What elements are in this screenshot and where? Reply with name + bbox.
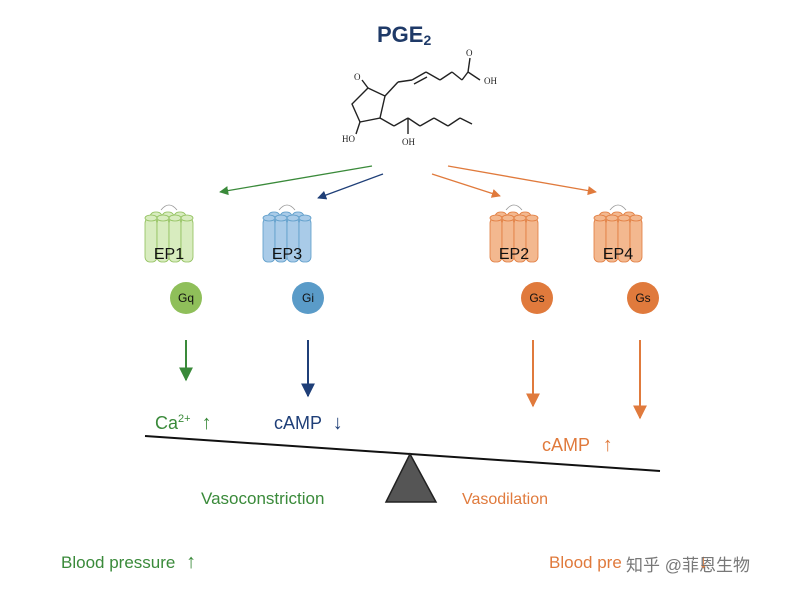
arrow-pge2-to-ep2 (431, 173, 501, 198)
balance-beam (144, 435, 661, 472)
zhihu-watermark: 知乎 @菲恩生物 (626, 556, 750, 575)
messenger-camp-left: cAMP ↓ (274, 412, 343, 434)
messenger-camp-right: cAMP ↑ (542, 434, 613, 456)
blood-pressure-left: Blood pressure ↑ (61, 551, 197, 573)
pge2-title: PGE2 (377, 22, 432, 48)
g-protein-label-gq: Gq (177, 291, 195, 305)
arrow-pge2-to-ep3 (317, 173, 384, 200)
receptor-label-ep1: EP1 (153, 246, 185, 263)
blood-pressure-right: Blood pre ↓ (549, 551, 709, 573)
camp-down-arrow: ↓ (332, 412, 343, 434)
g-protein-label-gs-ep2: Gs (529, 291, 545, 305)
messenger-calcium: Ca2+ ↑ (155, 412, 212, 434)
receptor-ep1-icon (144, 204, 194, 263)
balance-fulcrum (384, 452, 438, 503)
effect-vasodilation: Vasodilation (462, 491, 548, 508)
camp-up-arrow: ↑ (602, 434, 613, 456)
receptor-ep3-icon (262, 204, 312, 263)
g-protein-label-gs-ep4: Gs (635, 291, 651, 305)
receptor-label-ep2: EP2 (498, 246, 530, 263)
g-protein-gs-circle (521, 282, 553, 314)
arrow-pge2-to-ep1 (219, 165, 373, 196)
blood-pressure-up-arrow: ↑ (186, 551, 197, 573)
blood-pressure-down-arrow: ↓ (698, 551, 709, 573)
g-protein-gq-circle (170, 282, 202, 314)
receptor-ep2-icon (489, 204, 539, 263)
receptor-label-ep3: EP3 (271, 246, 303, 263)
receptor-ep4-icon (593, 204, 643, 263)
g-protein-label-gi: Gi (302, 291, 314, 305)
pge2-molecule-structure (351, 57, 481, 135)
g-protein-gi-circle (292, 282, 324, 314)
effect-vasoconstriction: Vasoconstriction (201, 489, 325, 508)
arrow-pge2-to-ep4 (447, 165, 597, 196)
calcium-up-arrow: ↑ (201, 412, 212, 434)
receptor-label-ep4: EP4 (602, 246, 634, 263)
molecule-label-carbonyl-o: O (466, 48, 473, 58)
molecule-label-ho: HO (342, 134, 355, 144)
molecule-label-oh: OH (402, 137, 415, 147)
molecule-label-carboxyl-oh: OH (484, 76, 497, 86)
g-protein-gs-circle (627, 282, 659, 314)
molecule-label-ketone: O (354, 72, 361, 82)
